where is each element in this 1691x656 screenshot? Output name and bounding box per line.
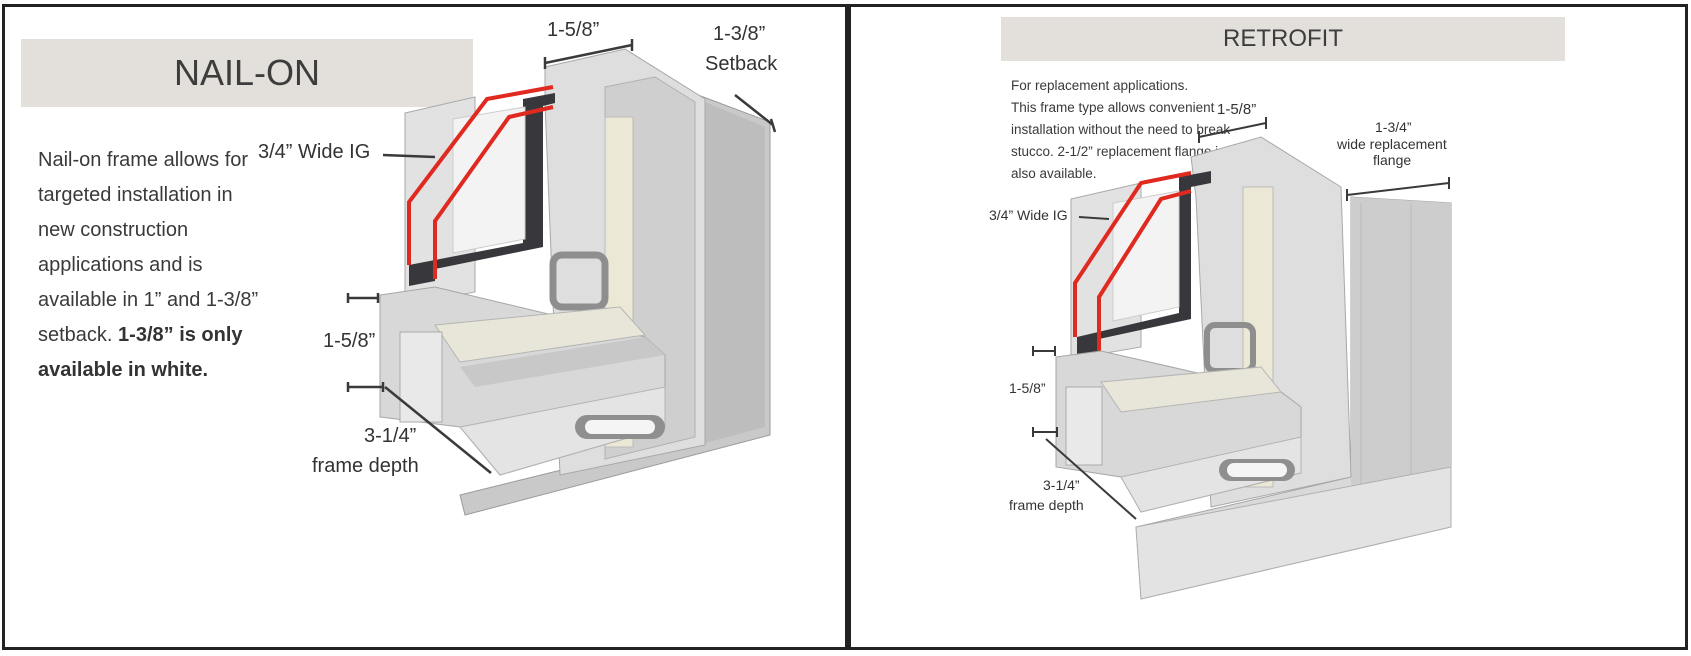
nail-on-ig-outline-inner bbox=[433, 105, 554, 279]
nail-on-title: NAIL-ON bbox=[173, 52, 321, 93]
nail-on-description-text: Nail-on frame allows for targeted instal… bbox=[38, 149, 259, 346]
retrofit-description-line: also available. bbox=[1011, 166, 1097, 181]
nail-on-sill-height-label: 1-5/8” bbox=[323, 330, 376, 352]
retrofit-glass-label: 3/4” Wide IG bbox=[989, 207, 1068, 223]
retrofit-frame-illustration bbox=[1032, 117, 1452, 600]
retrofit-glass bbox=[1112, 190, 1180, 322]
nail-on-glass-label: 3/4” Wide IG bbox=[258, 141, 371, 163]
retrofit-ig-outline-outer bbox=[1073, 171, 1192, 337]
retrofit-panel: RETROFIT For replacement applications. T… bbox=[848, 4, 1688, 650]
nail-on-glass bbox=[452, 106, 526, 254]
retrofit-flange-label-line1: wide replacement bbox=[1337, 136, 1447, 152]
retrofit-spacer bbox=[1077, 171, 1211, 355]
nail-on-setback-value: 1-3/8” bbox=[713, 23, 766, 45]
nail-on-depth-label: frame depth bbox=[312, 455, 419, 477]
nail-on-depth-value: 3-1/4” bbox=[364, 425, 417, 447]
nail-on-frame-illustration bbox=[346, 39, 777, 516]
nail-on-panel: NAIL-ON Nail-on frame allows for targete… bbox=[2, 4, 848, 650]
nail-on-sash-lock bbox=[549, 251, 609, 311]
retrofit-description-line: stucco. 2-1/2” replacement flange is bbox=[1011, 144, 1225, 159]
nail-on-top-width-label: 1-5/8” bbox=[547, 19, 600, 41]
nail-on-setback-label: Setback bbox=[705, 53, 778, 75]
retrofit-flange-label-line2: flange bbox=[1373, 152, 1412, 168]
nail-on-description: Nail-on frame allows for targeted instal… bbox=[38, 143, 268, 388]
retrofit-description-line: This frame type allows convenient bbox=[1011, 100, 1215, 115]
retrofit-title: RETROFIT bbox=[1223, 25, 1343, 52]
retrofit-description: For replacement applications. This frame… bbox=[1011, 75, 1271, 185]
nail-on-title-bar: NAIL-ON bbox=[21, 39, 473, 107]
retrofit-sill-height-label: 1-5/8” bbox=[1009, 380, 1046, 396]
retrofit-ig-outline-inner bbox=[1097, 189, 1192, 351]
nail-on-spacer bbox=[409, 93, 555, 286]
retrofit-depth-label: frame depth bbox=[1009, 497, 1084, 513]
nail-on-description-bold: 1-3/8” is only available in white. bbox=[38, 324, 243, 381]
retrofit-description-line: For replacement applications. bbox=[1011, 78, 1189, 93]
retrofit-description-line: installation without the need to break bbox=[1011, 122, 1231, 137]
nail-on-ig-outline-outer bbox=[407, 85, 554, 265]
retrofit-title-bar: RETROFIT bbox=[1001, 17, 1565, 61]
retrofit-top-width-label: 1-5/8” bbox=[1217, 101, 1257, 118]
retrofit-depth-value: 3-1/4” bbox=[1043, 477, 1080, 493]
retrofit-flange-value: 1-3/4” bbox=[1375, 119, 1412, 135]
